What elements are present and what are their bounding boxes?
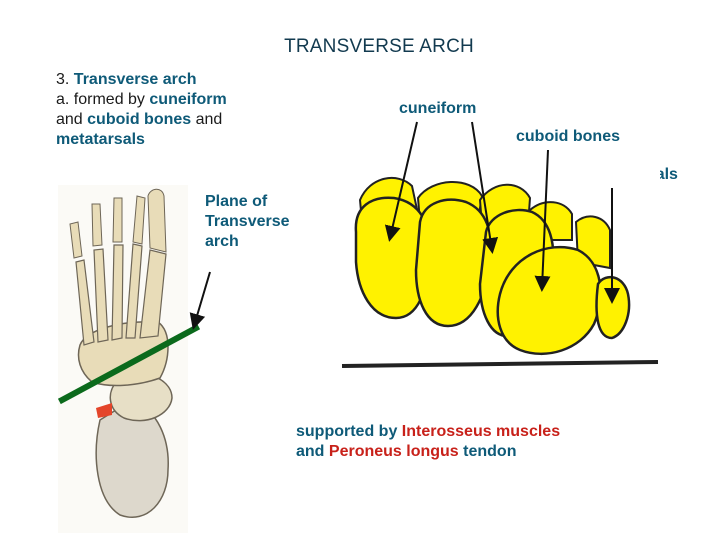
toe-2 [132,195,146,245]
intro-cuneiform: cuneiform [149,91,227,108]
transverse-section-illustration [340,168,660,376]
metatarsal-5 [75,259,95,346]
support-text: supported by Interosseus muscles and Per… [296,422,586,462]
calcaneus-bone [95,399,169,518]
ground-line [341,360,659,368]
label-cuboid: cuboid bones [516,128,620,145]
cuboid-arrow [534,149,551,292]
peroneus-tendon-mark [96,403,112,418]
page-title: TRANSVERSE ARCH [284,36,474,57]
intro-prefix: a. formed by [56,91,145,108]
support-prefix: supported by [296,423,398,440]
plane-pointer-arrow [189,271,211,330]
cuneiform-arrow-1 [384,121,418,242]
intro-metatarsals: metatarsals [56,131,145,148]
label-cuneiform: cuneiform [399,100,477,117]
intro-line-2: a. formed by cuneiform [56,90,286,110]
toe-5 [69,221,83,259]
intro-line-3: and cuboid bones and [56,110,286,130]
metatarsal-3 [111,244,124,341]
toe-1 [147,188,167,253]
intro-line-1: 3. Transverse arch [56,70,286,90]
intro-and-1: and [56,111,83,128]
intro-heading: Transverse arch [73,71,197,88]
label-plane: Plane of Transverse arch [205,193,290,250]
metatarsal-1 [139,249,167,339]
support-interosseus: Interosseus muscles [401,423,561,440]
intro-text: 3. Transverse arch a. formed by cuneifor… [56,70,286,150]
intro-cuboid: cuboid bones [87,111,192,128]
intro-and-2: and [195,111,223,128]
toe-3 [112,197,123,243]
toe-4 [91,203,103,247]
foot-skeleton-illustration [58,185,188,533]
metatarsal-2 [125,243,143,339]
intro-line-4: metatarsals [56,130,286,150]
support-tendon: tendon [463,443,517,460]
transverse-plane-line [57,323,201,405]
support-and: and [296,443,325,460]
support-peroneus: Peroneus longus [328,443,459,460]
metatarsal-4 [93,248,109,343]
cuneiform-arrow-2 [471,121,499,254]
intro-number: 3. [56,71,70,88]
